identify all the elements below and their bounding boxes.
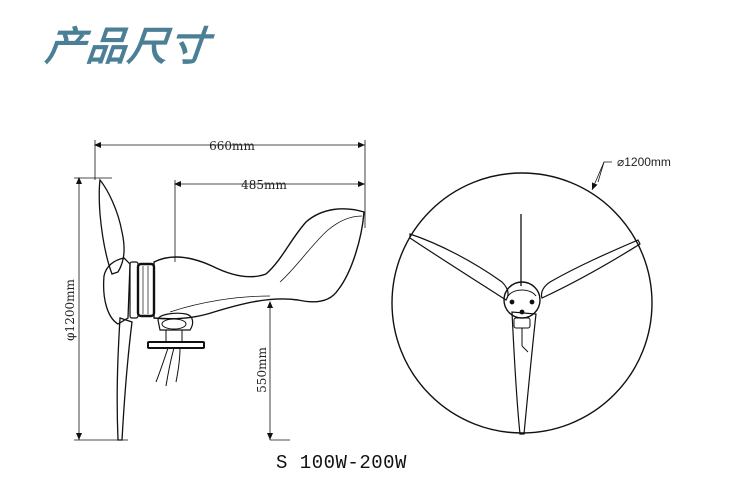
- dim-label-660: 660mm: [209, 139, 255, 153]
- front-blade-left: [409, 233, 509, 301]
- cable: [165, 347, 175, 387]
- dim-label-485: 485mm: [241, 178, 287, 192]
- model-label: S 100W-200W: [276, 452, 407, 474]
- dim-label-550: 550mm: [255, 347, 269, 393]
- hub-ring: [136, 262, 156, 318]
- yaw-bearing: [157, 312, 194, 331]
- cable: [175, 347, 181, 383]
- tail-fin-line: [279, 215, 363, 283]
- cable: [155, 347, 169, 383]
- side-view: [74, 140, 366, 441]
- lower-blade: [116, 317, 133, 441]
- upper-blade: [98, 178, 125, 275]
- front-mount: [513, 317, 531, 329]
- front-view: [391, 161, 653, 435]
- dim-label-1200-front: ⌀1200mm: [617, 155, 671, 169]
- front-blade-right: [540, 239, 641, 299]
- front-blade-bottom: [511, 311, 537, 435]
- mount-flange: [147, 341, 205, 349]
- yaw-bearing-ring: [161, 318, 187, 330]
- nacelle-body: [153, 208, 365, 320]
- dim-label-1200-side: φ1200mm: [63, 279, 77, 341]
- rotor-swept-circle: [391, 172, 653, 434]
- mount-post: [165, 329, 183, 343]
- blade-root: [102, 257, 131, 325]
